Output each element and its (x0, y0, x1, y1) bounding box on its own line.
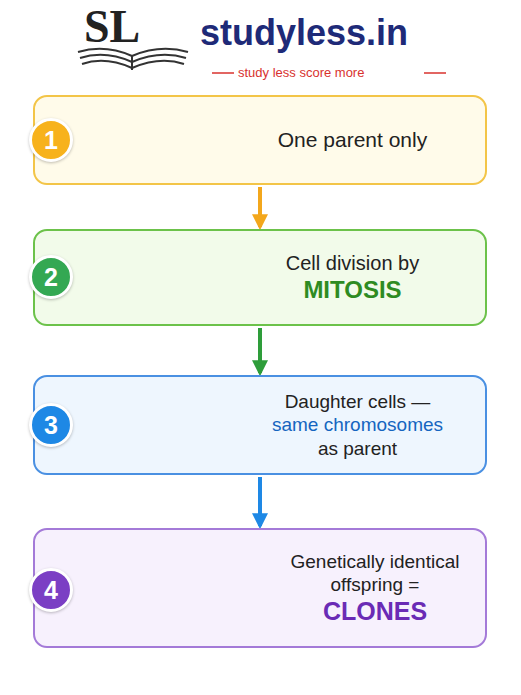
step-text: Cell division by (286, 251, 419, 275)
step-number-text: 2 (44, 265, 58, 290)
step-text: One parent only (278, 127, 427, 153)
step-text: CLONES (323, 596, 427, 627)
step-text: MITOSIS (303, 275, 401, 304)
step-text: same chromosomes (272, 413, 443, 436)
tagline-rule (424, 72, 446, 74)
tagline: study less score more (238, 65, 364, 80)
step-number-text: 1 (44, 128, 58, 153)
tagline-rule (212, 72, 234, 74)
step-number-text: 3 (44, 413, 58, 438)
step-box: Daughter cells —same chromosomesas paren… (33, 375, 487, 475)
step-text: Genetically identical offspring = (275, 550, 475, 596)
step-number-text: 4 (44, 578, 58, 603)
step-number: 1 (29, 118, 73, 162)
step-number: 3 (29, 403, 73, 447)
title: studyless.in (200, 12, 408, 54)
step-box: Cell division byMITOSIS 2 (33, 229, 487, 326)
flow-arrow (258, 328, 262, 373)
step-text: as parent (318, 437, 397, 460)
flow-arrow (258, 477, 262, 526)
step-text: Daughter cells — (285, 390, 431, 413)
step-box: One parent only 1 (33, 95, 487, 185)
logo-mark: SL (84, 0, 140, 53)
flow-arrow (258, 187, 262, 227)
step-box: Genetically identical offspring =CLONES 4 (33, 528, 487, 648)
step-number: 2 (29, 255, 73, 299)
step-number: 4 (29, 568, 73, 612)
